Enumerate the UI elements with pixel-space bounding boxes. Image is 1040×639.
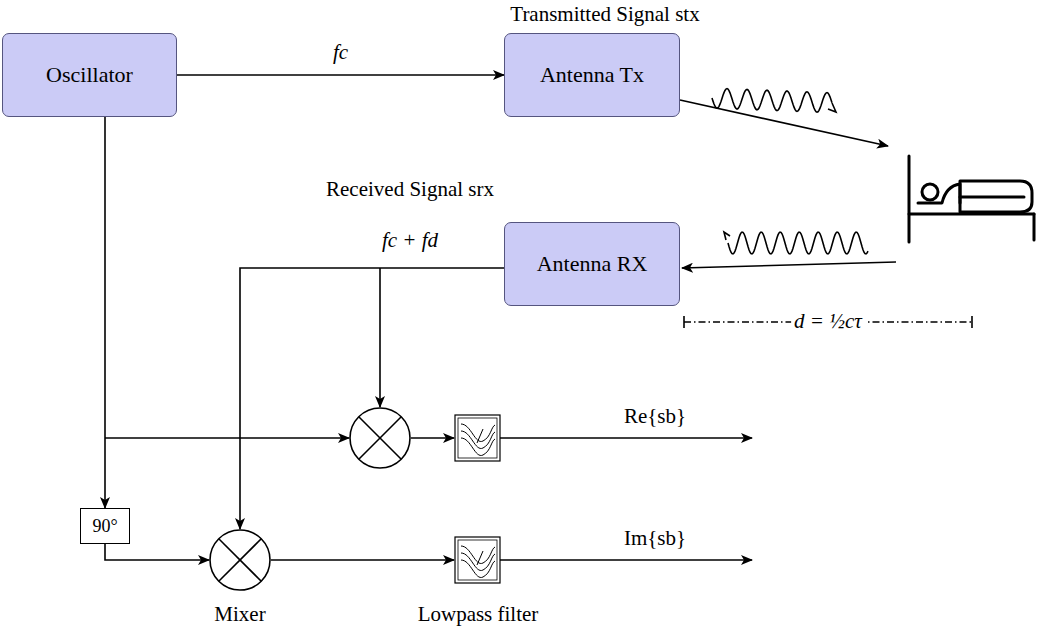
distance-tick [971, 316, 973, 328]
filter-out-wire [500, 437, 752, 439]
rx-wave [728, 232, 868, 254]
mixer-out-wire [411, 437, 454, 439]
phase-shift-box: 90° [80, 508, 130, 544]
tx-wave [712, 89, 832, 113]
lowpass-filter-symbol [455, 415, 500, 461]
mixer-symbol [210, 530, 270, 590]
frequency-label: fc + fd [379, 229, 441, 252]
tx-wave-tip [828, 103, 836, 112]
signal-connector [104, 117, 106, 508]
antenna-box: Antenna RX [504, 222, 680, 306]
rx-wave-tip [724, 232, 730, 240]
part-name: Lowpass filter [415, 603, 542, 626]
node-label: Oscillator [46, 62, 133, 87]
edge-label: fc [330, 41, 351, 64]
signal-caption: Transmitted Signal stx [507, 3, 702, 26]
node-label: Antenna Tx [540, 62, 644, 87]
signal-caption: Received Signal srx [323, 178, 497, 201]
node-label: Antenna RX [537, 251, 648, 276]
oscillator-box: Oscillator [2, 33, 177, 117]
rx-branch-wire [379, 268, 381, 407]
tx-beam-line [680, 100, 888, 146]
mixer-out-wire [271, 559, 454, 561]
rx-feed-wire [240, 268, 504, 529]
output-signal-label: Im{sb} [621, 527, 689, 550]
node-label: 90° [92, 516, 117, 537]
output-signal-label: Re{sb} [621, 405, 689, 428]
bed-icon [909, 156, 1034, 242]
part-name: Mixer [211, 603, 268, 626]
lo-quadrature-wire [105, 544, 209, 560]
filter-out-wire [500, 559, 752, 561]
rx-beam-line [682, 262, 896, 268]
distance-tick [683, 316, 685, 328]
mixer-symbol [350, 408, 410, 468]
distance-label: d = ½cτ [791, 310, 865, 333]
lowpass-filter-symbol [455, 537, 500, 583]
lo-branch-wire [105, 437, 349, 439]
signal-connector [177, 74, 504, 76]
antenna-box: Antenna Tx [504, 33, 680, 117]
